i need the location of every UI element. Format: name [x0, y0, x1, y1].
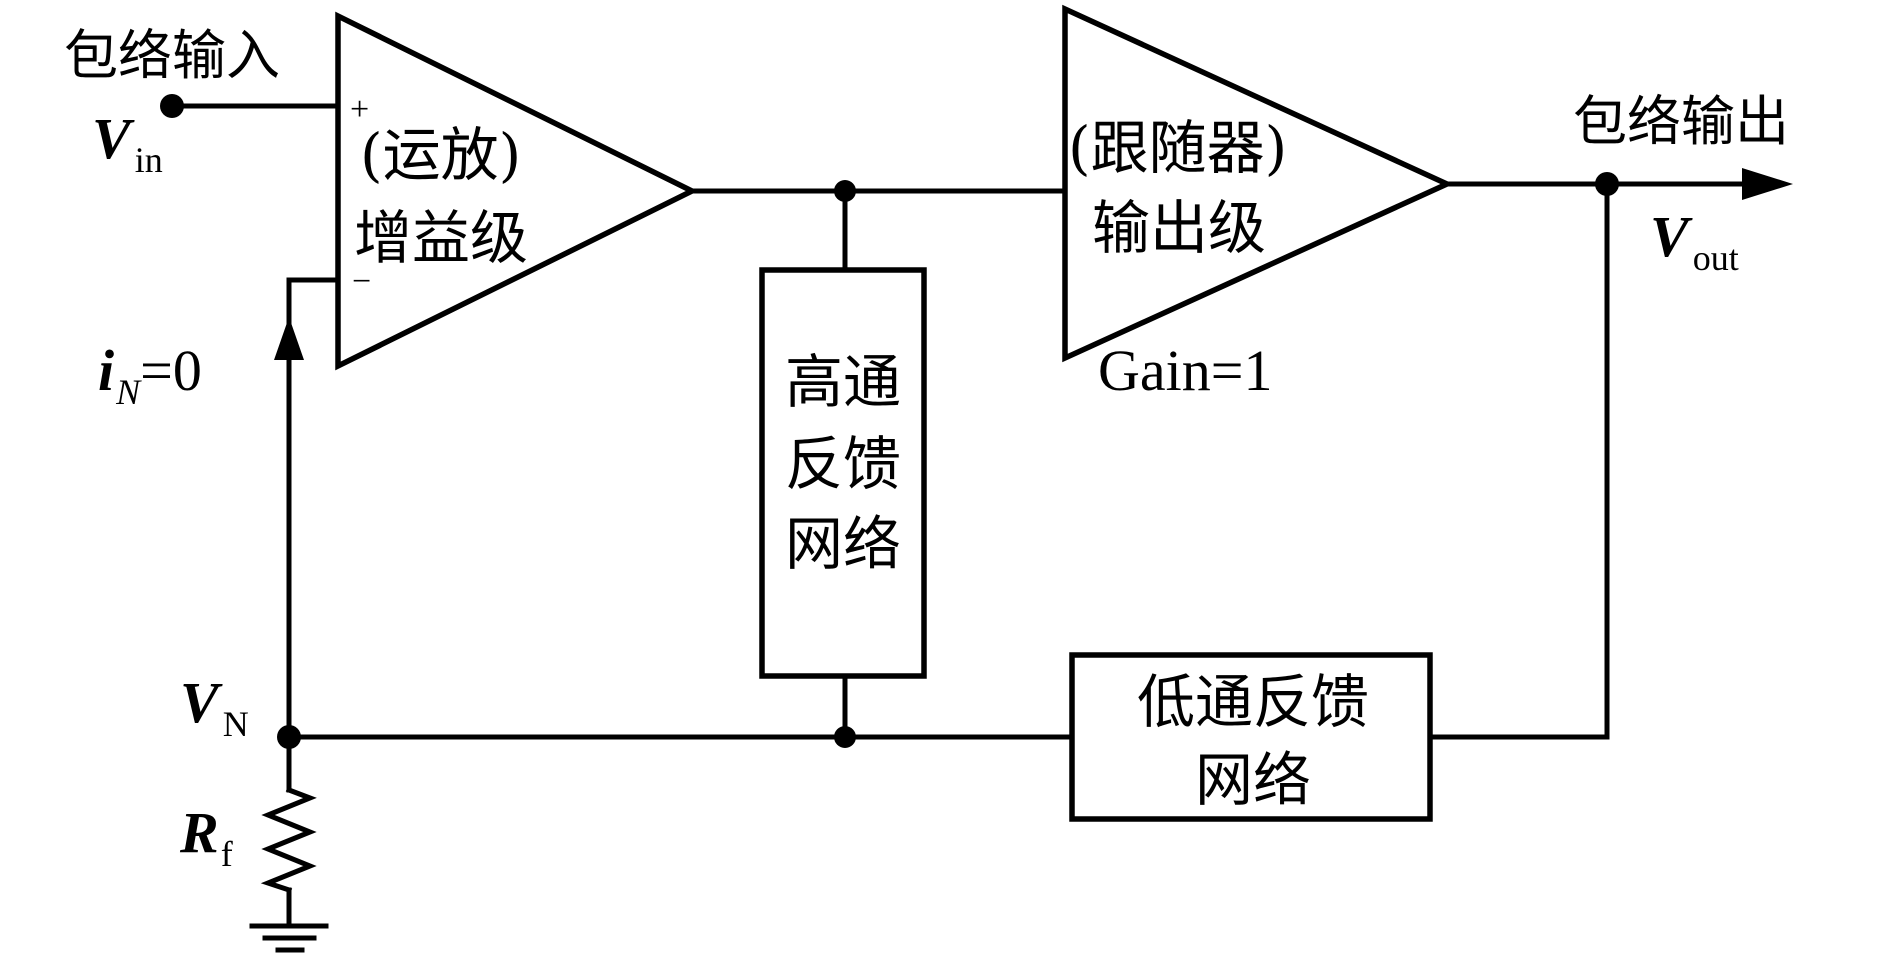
- rf-var: R: [179, 800, 219, 865]
- input-terminal-dot: [160, 94, 184, 118]
- gain-label: Gain=1: [1098, 338, 1272, 403]
- highpass-label-2: 反馈: [785, 430, 901, 498]
- highpass-label-1: 高通: [785, 348, 901, 416]
- follower-triangle: [1062, 4, 1454, 363]
- lowpass-box: [1069, 652, 1433, 822]
- plus-sign: +: [350, 91, 369, 128]
- vin-sub: in: [135, 140, 163, 180]
- vn-sub: N: [223, 704, 249, 744]
- rf-label: Rf: [179, 800, 233, 874]
- vout-sub: out: [1693, 238, 1739, 278]
- vin-var: V: [92, 106, 135, 171]
- highpass-network: 高通 反馈 网络: [759, 267, 927, 679]
- junction-vn: [277, 725, 301, 749]
- current-arrow-icon: [274, 317, 304, 360]
- lowpass-label-2: 网络: [1195, 746, 1311, 814]
- vn-var: V: [180, 670, 223, 735]
- junction-hp-top: [834, 180, 856, 202]
- junction-vout: [1595, 172, 1619, 196]
- lowpass-network: 低通反馈 网络: [1069, 652, 1433, 822]
- output-stage-label-2: 输出级: [1092, 194, 1266, 262]
- output-caption: 包络输出: [1573, 90, 1789, 153]
- wire-lp-return: [1427, 181, 1610, 740]
- rf-sub: f: [221, 834, 233, 874]
- output-stage-label-1: (跟随器): [1068, 114, 1287, 182]
- wires: [169, 103, 1753, 929]
- current-label: iN=0: [98, 338, 202, 412]
- highpass-label-3: 网络: [785, 510, 901, 578]
- junction-hp-bottom: [834, 726, 856, 748]
- vout-var: V: [1650, 204, 1693, 269]
- ground-icon: [249, 923, 329, 953]
- current-var: i: [98, 338, 114, 403]
- gain-stage-label-1: (运放): [360, 121, 521, 189]
- current-eq: =0: [140, 338, 202, 403]
- minus-sign: −: [352, 263, 371, 300]
- highpass-box: [759, 267, 927, 679]
- resistor-rf: [260, 786, 317, 894]
- gain-stage-opamp: + − (运放) 增益级: [335, 11, 699, 371]
- gain-stage-label-2: 增益级: [354, 204, 528, 272]
- lowpass-label-1: 低通反馈: [1137, 668, 1369, 736]
- wire-inverting-feedback: [286, 277, 341, 740]
- opamp-triangle: [335, 11, 699, 371]
- current-sub: N: [115, 372, 142, 412]
- output-arrow-icon: [1742, 168, 1793, 200]
- output-stage-follower: (跟随器) 输出级 Gain=1: [1062, 4, 1454, 403]
- input-caption: 包络输入: [64, 24, 280, 87]
